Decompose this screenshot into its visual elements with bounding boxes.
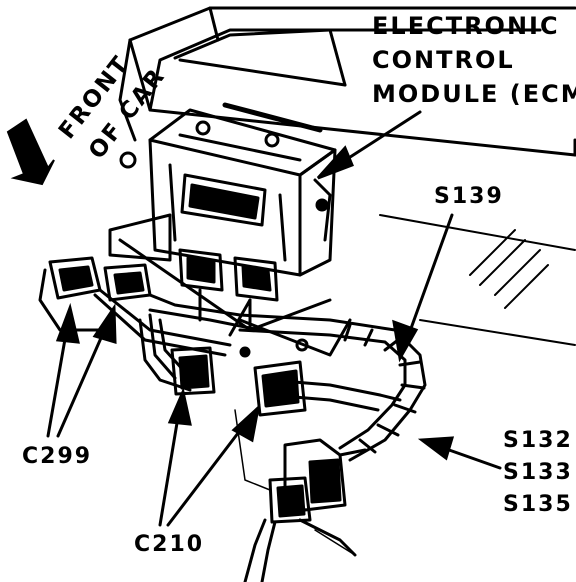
- c210-pointer-arrows: [158, 387, 261, 527]
- s13x-pointer-arrow: [417, 436, 502, 470]
- ecm-label-line1: ELECTRONIC: [372, 12, 560, 40]
- front-of-car-label: FRONT OF CAR: [18, 51, 171, 164]
- s133-label: S133: [503, 460, 573, 485]
- c210-label: C210: [134, 532, 205, 557]
- ecm-label-line2: CONTROL: [372, 46, 515, 74]
- s132-label: S132: [503, 428, 573, 453]
- ecm-module: [119, 102, 337, 277]
- ecm-connectors: [178, 248, 279, 302]
- c210-connectors: [170, 346, 307, 417]
- c299-label: C299: [22, 444, 93, 469]
- ecm-pointer-arrow: [316, 110, 422, 180]
- c299-pointer-arrows: [46, 302, 117, 438]
- ecm-label-line3: MODULE (ECM): [372, 80, 576, 108]
- dash-panel: [108, 6, 576, 346]
- wiring-harness: [138, 288, 427, 462]
- s139-pointer-arrow: [392, 213, 454, 363]
- s139-label: S139: [434, 184, 504, 209]
- front-of-car-arrow: [6, 118, 55, 186]
- lower-connector: [243, 438, 367, 582]
- s135-label: S135: [503, 492, 573, 517]
